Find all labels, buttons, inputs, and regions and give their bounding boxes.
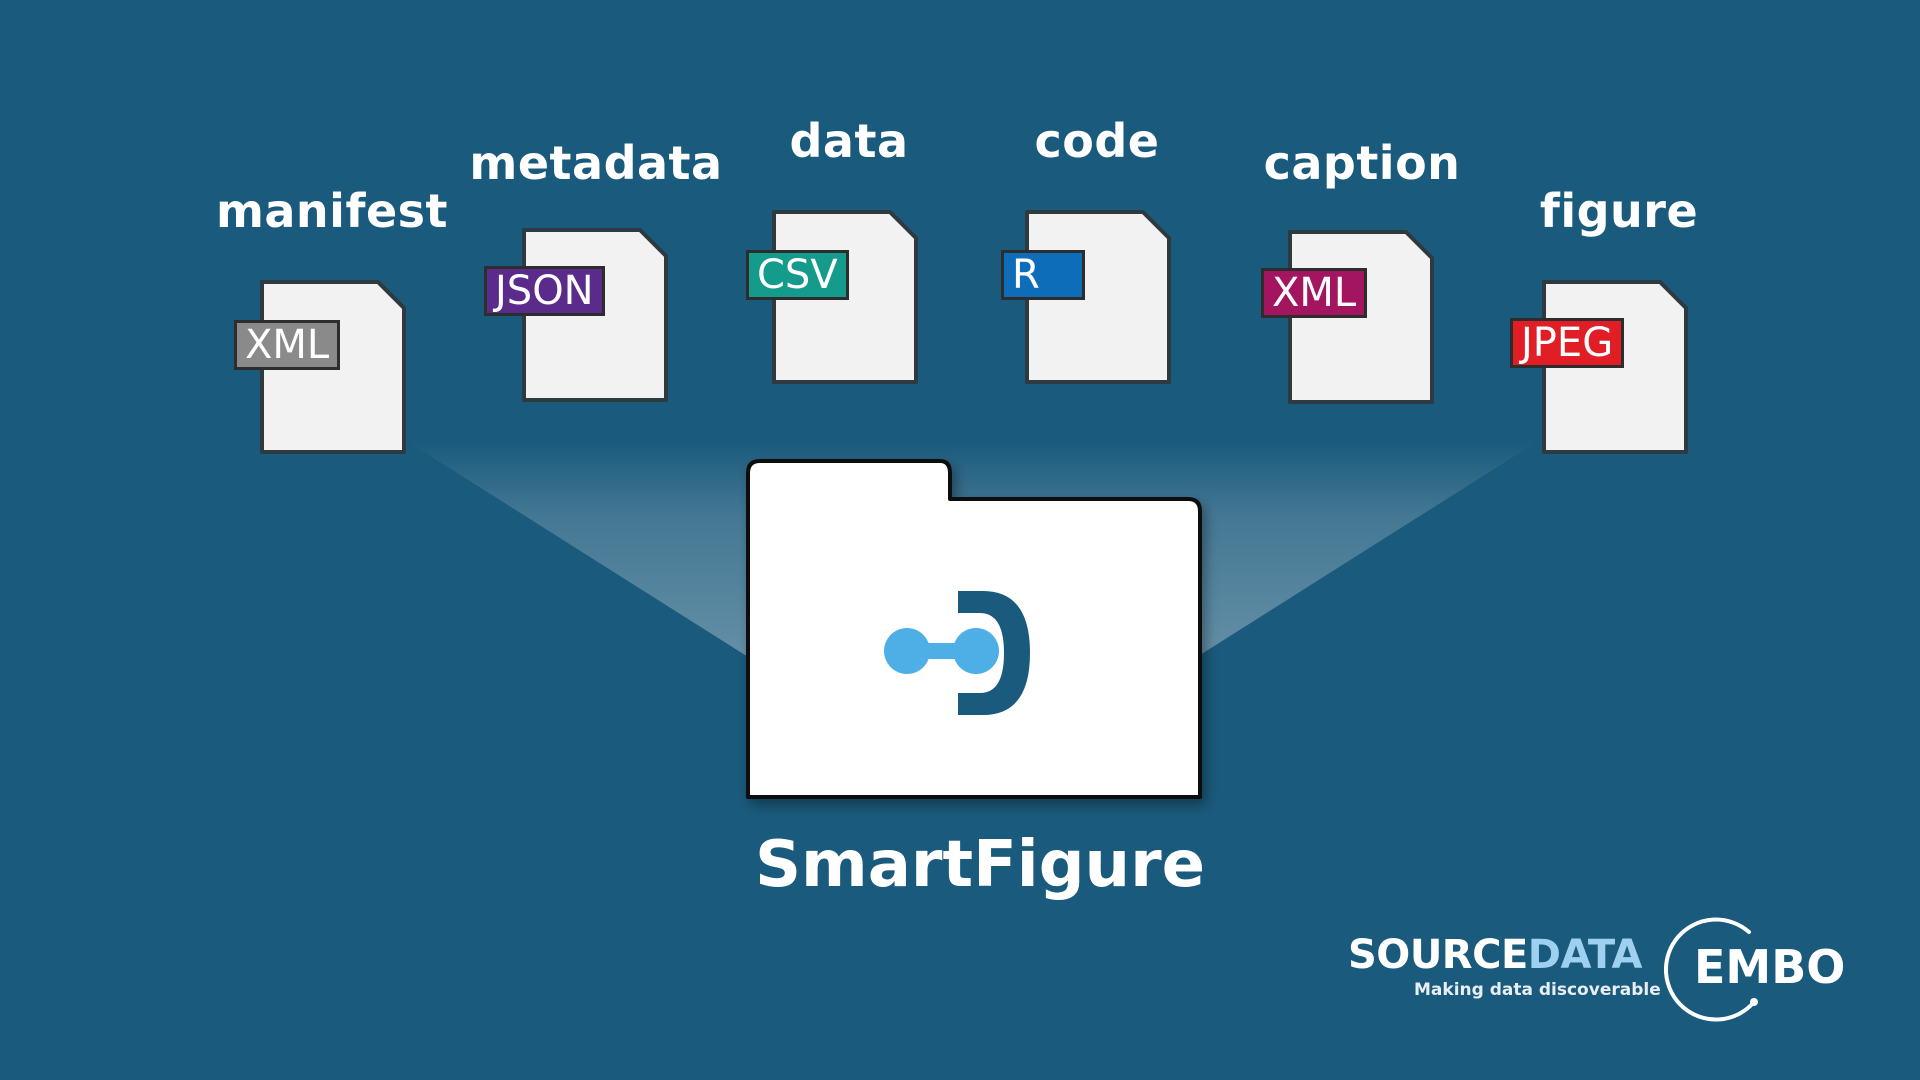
sourcedata-wordmark: SOURCEDATA [1348,932,1642,978]
file-label-caption: caption [1263,136,1461,190]
format-tag: R [1001,250,1085,300]
format-tag: XML [1261,268,1368,318]
file-label-figure: figure [1539,184,1699,238]
format-tag: CSV [746,250,849,300]
sourcedata-logo-icon [884,591,1030,715]
format-tag: XML [234,320,341,370]
file-label-data: data [789,114,909,168]
file-label-metadata: metadata [469,136,723,190]
file-label-code: code [1034,114,1160,168]
sourcedata-tagline: Making data discoverable [1414,980,1661,1000]
embo-wordmark: EMBO [1694,940,1846,994]
page-title: SmartFigure [754,828,1206,902]
format-tag: JPEG [1510,318,1625,368]
sourcedata-wordmark-part2: DATA [1527,932,1643,978]
format-tag: JSON [484,266,605,316]
file-label-manifest: manifest [215,184,449,238]
embo-ring-icon [1663,917,1758,1022]
sourcedata-wordmark-part1: SOURCE [1348,932,1528,978]
